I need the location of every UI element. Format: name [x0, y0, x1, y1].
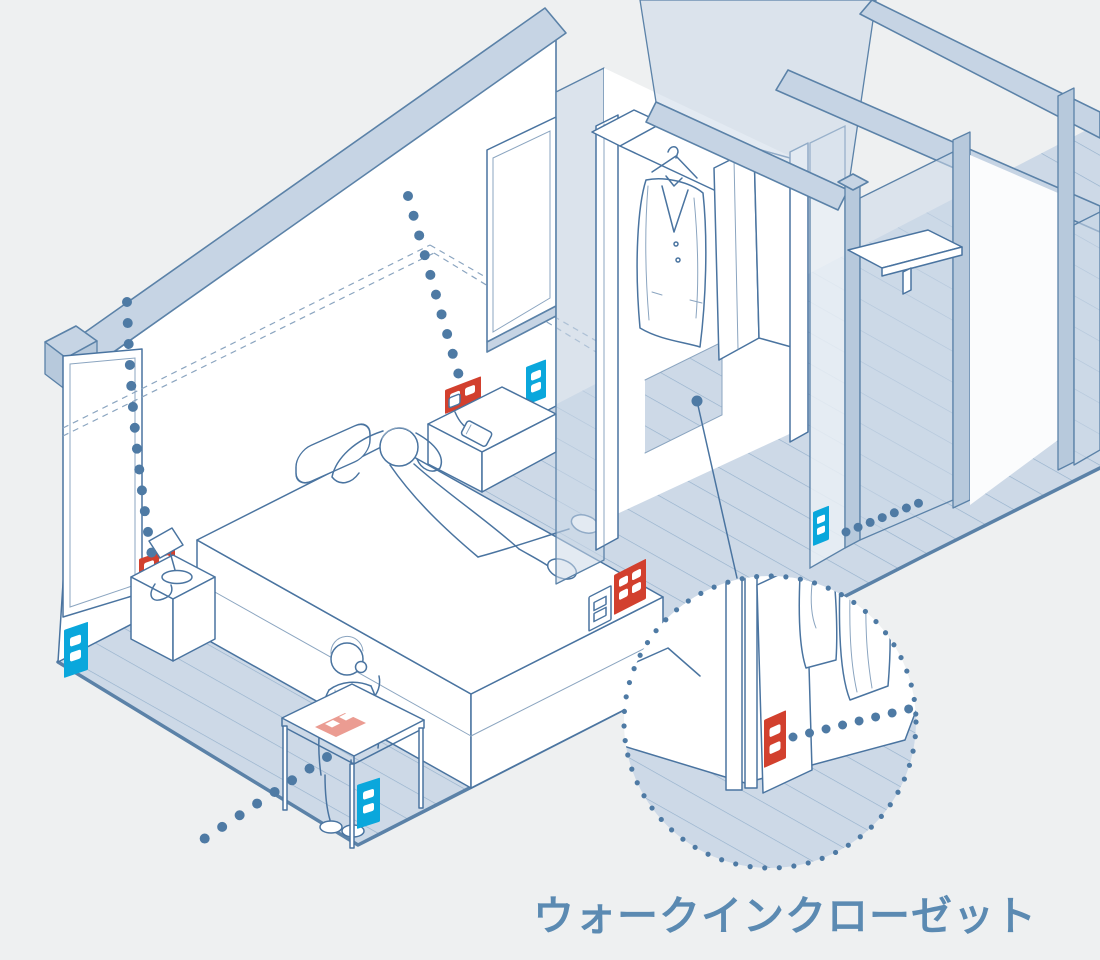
dotted-leader-trail-closet: [841, 498, 924, 537]
stud-post: [952, 131, 971, 509]
outlet-marker-desk: [315, 713, 366, 737]
outlet-marker-bed-foot: [614, 559, 646, 615]
closet-framing: [639, 0, 1100, 549]
outlet-plate-white: [588, 585, 612, 632]
caption-walk-in-closet: ウォークインクローゼット: [533, 893, 1037, 939]
switch-marker-bedside: [526, 359, 546, 405]
table-lamp: [148, 527, 193, 601]
switch-marker-desk: [357, 777, 380, 829]
outlet-marker-magnified: [764, 710, 786, 768]
hanging-jacket: [636, 175, 707, 348]
nightstand-and-lamp: [130, 527, 216, 662]
dotted-leader-trails: [122, 191, 468, 561]
dotted-leader-trail-magnifier: [788, 701, 926, 742]
closet-partition-strip: [555, 67, 605, 585]
smartphone: [460, 420, 493, 447]
stud-post: [1057, 87, 1075, 471]
bed-window: [486, 116, 557, 353]
dotted-leader-trail-desk: [193, 752, 332, 848]
switch-marker-closet: [813, 505, 829, 546]
switch-marker-left-wall: [64, 622, 88, 678]
walk-in-closet-doorway: [591, 68, 809, 551]
corner-desk: [281, 683, 425, 849]
wall-shelf: [847, 229, 963, 295]
